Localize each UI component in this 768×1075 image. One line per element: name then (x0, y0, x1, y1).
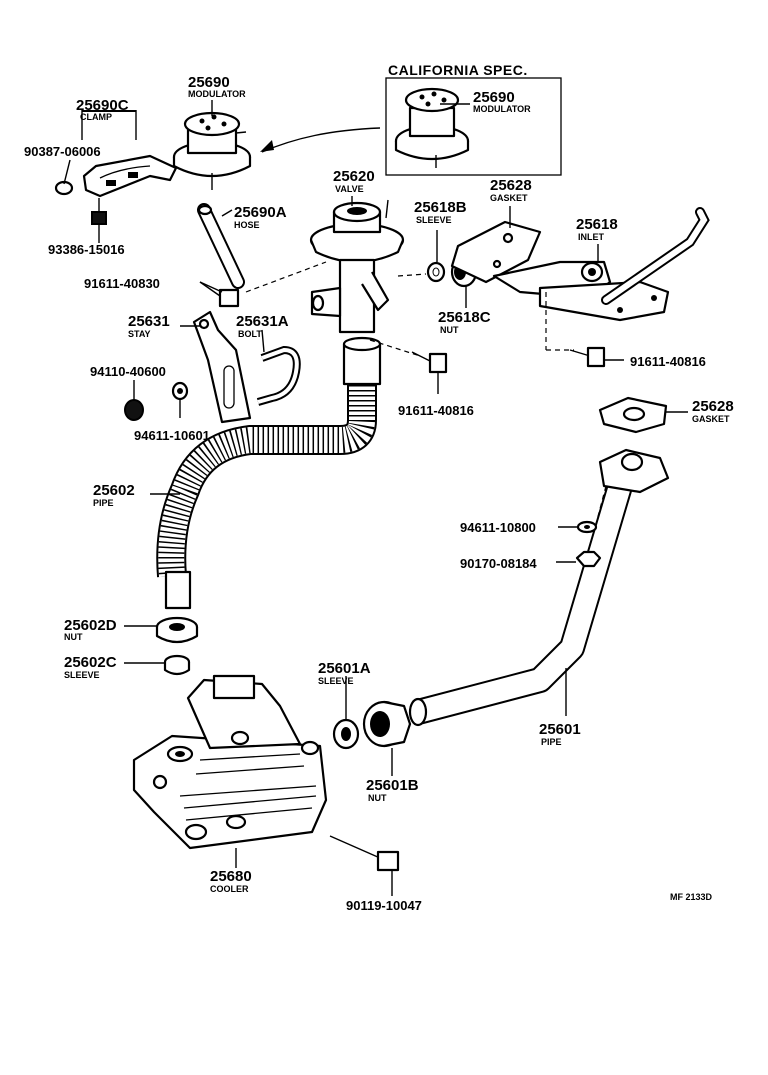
callout-25601B-number: 25601B (366, 777, 419, 794)
callout-91611-40816-middle-number: 91611-40816 (398, 403, 474, 418)
callout-25602C-number: 25602C (64, 654, 117, 671)
callout-90119-10047-number: 90119-10047 (346, 898, 422, 913)
callout-25628-upper-name: GASKET (490, 193, 528, 203)
callout-25618-number: 25618 (576, 216, 618, 233)
callout-25690-number: 25690 (188, 74, 230, 91)
callout-25620-number: 25620 (333, 168, 375, 185)
callout-25690C-name: CLAMP (80, 112, 112, 122)
callout-25620-name: VALVE (335, 184, 364, 194)
callout-25690-cal-number: 25690 (473, 89, 515, 106)
callout-25690C-number: 25690C (76, 97, 129, 114)
callout-25628-lower-name: GASKET (692, 414, 730, 424)
callout-labels: 25690 MODULATOR 25690 MODULATOR 25690C C… (24, 74, 734, 913)
callout-25690A-number: 25690A (234, 204, 287, 221)
stay-part (192, 310, 252, 424)
clamp-part (81, 110, 178, 198)
callout-25618B-number: 25618B (414, 199, 467, 216)
bolt-91611-40816-right-part (569, 346, 606, 368)
u-bolt-part (256, 345, 301, 406)
callout-94110-40600-number: 94110-40600 (90, 364, 166, 379)
callout-93386-15016-number: 93386-15016 (48, 242, 125, 257)
bolt-91611-40816-middle-part (411, 351, 448, 374)
gasket-upper-part (450, 220, 542, 284)
callout-25631-number: 25631 (128, 313, 170, 330)
callout-25690-cal-name: MODULATOR (473, 104, 531, 114)
callout-25690A-name: HOSE (234, 220, 260, 230)
callout-25601A-number: 25601A (318, 660, 371, 677)
callout-25628-upper-number: 25628 (490, 177, 532, 194)
callout-25631-name: STAY (128, 329, 151, 339)
callout-25602D-number: 25602D (64, 617, 117, 634)
callout-25618C-name: NUT (440, 325, 459, 335)
nut-25601B-part (362, 700, 412, 748)
bolt-90119-part (329, 835, 400, 872)
callout-94611-10601-number: 94611-10601 (134, 428, 210, 443)
washer-94611-10601-part (171, 381, 189, 401)
callout-25618B-name: SLEEVE (416, 215, 452, 225)
callout-91611-40830-number: 91611-40830 (84, 276, 160, 291)
arrow-head-icon (260, 140, 274, 152)
leader-lines (63, 100, 688, 896)
callout-94611-10800-number: 94611-10800 (460, 520, 536, 535)
callout-25601-number: 25601 (539, 721, 581, 738)
callout-25680-number: 25680 (210, 868, 252, 885)
egr-valve-part (309, 199, 405, 334)
callout-25631A-name: BOLT (238, 329, 262, 339)
inlet-part (492, 207, 710, 322)
washer-94611-10800-part (576, 520, 598, 534)
callout-25601A-name: SLEEVE (318, 676, 354, 686)
modulator-part (172, 111, 252, 190)
gasket-lower-part (598, 396, 668, 434)
egr-cooler-part (132, 674, 328, 850)
callout-91611-40816-right-number: 91611-40816 (630, 354, 706, 369)
sleeve-25602C-part (163, 654, 191, 676)
california-arrow (261, 127, 381, 153)
california-spec-inset: CALIFORNIA SPEC. (385, 62, 562, 176)
bolt-91611-40830-part (199, 281, 240, 308)
callout-25602-name: PIPE (93, 498, 114, 508)
nut-94110-part (124, 399, 144, 421)
callout-25618C-number: 25618C (438, 309, 491, 326)
callout-25602-number: 25602 (93, 482, 135, 499)
callout-25618-name: INLET (578, 232, 605, 242)
drawing-code: MF 2133D (670, 892, 713, 902)
callout-25628-lower-number: 25628 (692, 398, 734, 415)
callout-25690-name: MODULATOR (188, 89, 246, 99)
nut-90170-part (575, 550, 602, 568)
callout-25601B-name: NUT (368, 793, 387, 803)
sleeve-25618B-part (426, 261, 446, 283)
california-spec-label: CALIFORNIA SPEC. (388, 62, 528, 78)
hose-part (197, 203, 245, 289)
corrugated-pipe-part (156, 336, 382, 610)
callout-90170-08184-number: 90170-08184 (460, 556, 537, 571)
callout-25680-name: COOLER (210, 884, 249, 894)
pipe-25601-part (408, 448, 670, 727)
modulator-california-part (394, 87, 470, 168)
nut-25602D-part (155, 616, 199, 644)
callout-25602C-name: SLEEVE (64, 670, 100, 680)
callout-25631A-number: 25631A (236, 313, 289, 330)
callout-25601-name: PIPE (541, 737, 562, 747)
callout-25602D-name: NUT (64, 632, 83, 642)
callout-90387-06006-number: 90387-06006 (24, 144, 101, 159)
sleeve-25601A-part (332, 718, 360, 750)
stud-93386-part (91, 198, 107, 236)
